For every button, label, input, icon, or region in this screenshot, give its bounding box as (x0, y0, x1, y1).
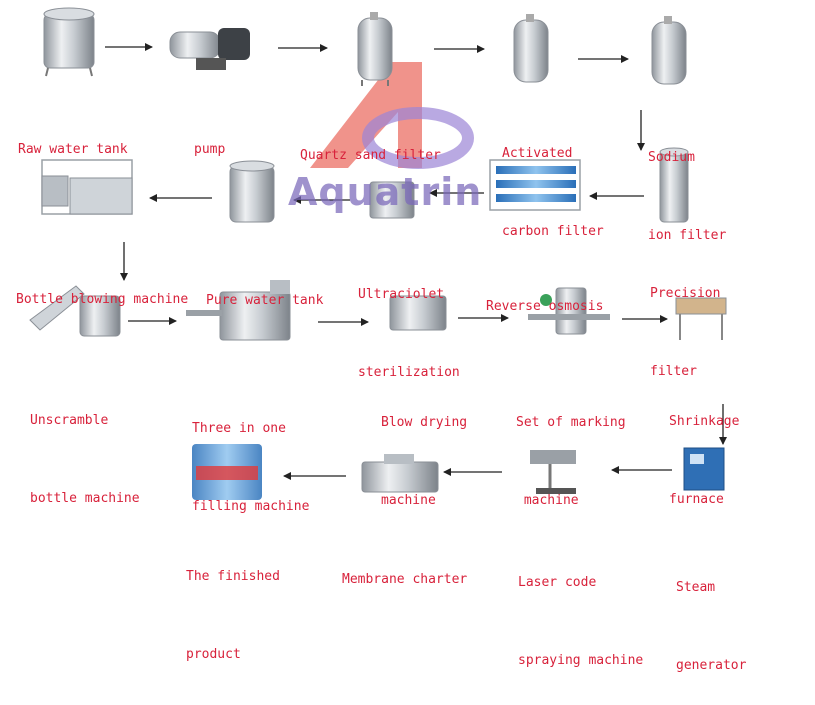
steam-generator-image (683, 447, 725, 491)
blow-drying-machine-image (389, 295, 447, 331)
process-flow-diagram (29, 7, 727, 500)
label-finished-product: The finished product (186, 569, 280, 662)
label-quartz-sand-filter: Quartz sand filter (300, 148, 441, 163)
laser-code-spraying-machine-image (530, 450, 576, 494)
label-shrinkage-furnace: Shrinkage furnace (669, 414, 740, 507)
flow-arrows (105, 43, 727, 480)
label-blow-drying-machine: Blow drying machine (381, 415, 468, 508)
raw-water-tank-image (43, 7, 95, 77)
label-steam-generator: Steam generator (676, 580, 747, 673)
label-reverse-osmosis: Reverse osmosis (486, 299, 604, 314)
membrane-charter-image (361, 454, 439, 493)
label-pump: pump (194, 142, 226, 157)
quartz-sand-filter-image (357, 12, 393, 86)
label-three-in-one-filling-machine: Three in one filling machine (192, 421, 310, 514)
label-laser-code-spraying-machine: Laser code spraying machine (518, 575, 644, 668)
watermark-logo (310, 62, 474, 169)
precision-filter-image (659, 147, 689, 223)
three-in-one-filling-machine-image (186, 280, 291, 341)
label-set-of-marking-machine: Set of marking machine (516, 415, 626, 508)
label-pure-water-tank: Pure water tank (206, 293, 324, 308)
label-sodium-ion-filter: Sodium ion filter (648, 150, 727, 243)
set-of-marking-machine-image (528, 287, 610, 335)
label-unscramble-bottle-machine: Unscramble bottle machine (30, 413, 140, 506)
ultraviolet-sterilization-image (369, 181, 415, 219)
label-activated-carbon-filter: Activated carbon filter (502, 146, 604, 239)
activated-carbon-filter-image (513, 14, 549, 83)
label-ultraviolet-sterilization: Ultraciolet sterilization (358, 287, 460, 380)
label-bottle-blowing-machine: Bottle blowing machine (16, 292, 189, 307)
reverse-osmosis-image (489, 159, 581, 211)
unscramble-bottle-machine-image (29, 285, 121, 337)
watermark-text: Aquatrin (288, 170, 483, 214)
sodium-ion-filter-image (651, 16, 687, 85)
label-raw-water-tank: Raw water tank (18, 142, 128, 157)
shrinkage-furnace-image (675, 297, 727, 340)
label-membrane-charter: Membrane charter (342, 572, 468, 587)
pump-image (169, 28, 250, 70)
label-precision-filter: Precision filter (650, 286, 721, 379)
finished-product-image (192, 444, 262, 500)
bottle-blowing-machine-image (41, 159, 133, 215)
pure-water-tank-image (229, 160, 275, 223)
